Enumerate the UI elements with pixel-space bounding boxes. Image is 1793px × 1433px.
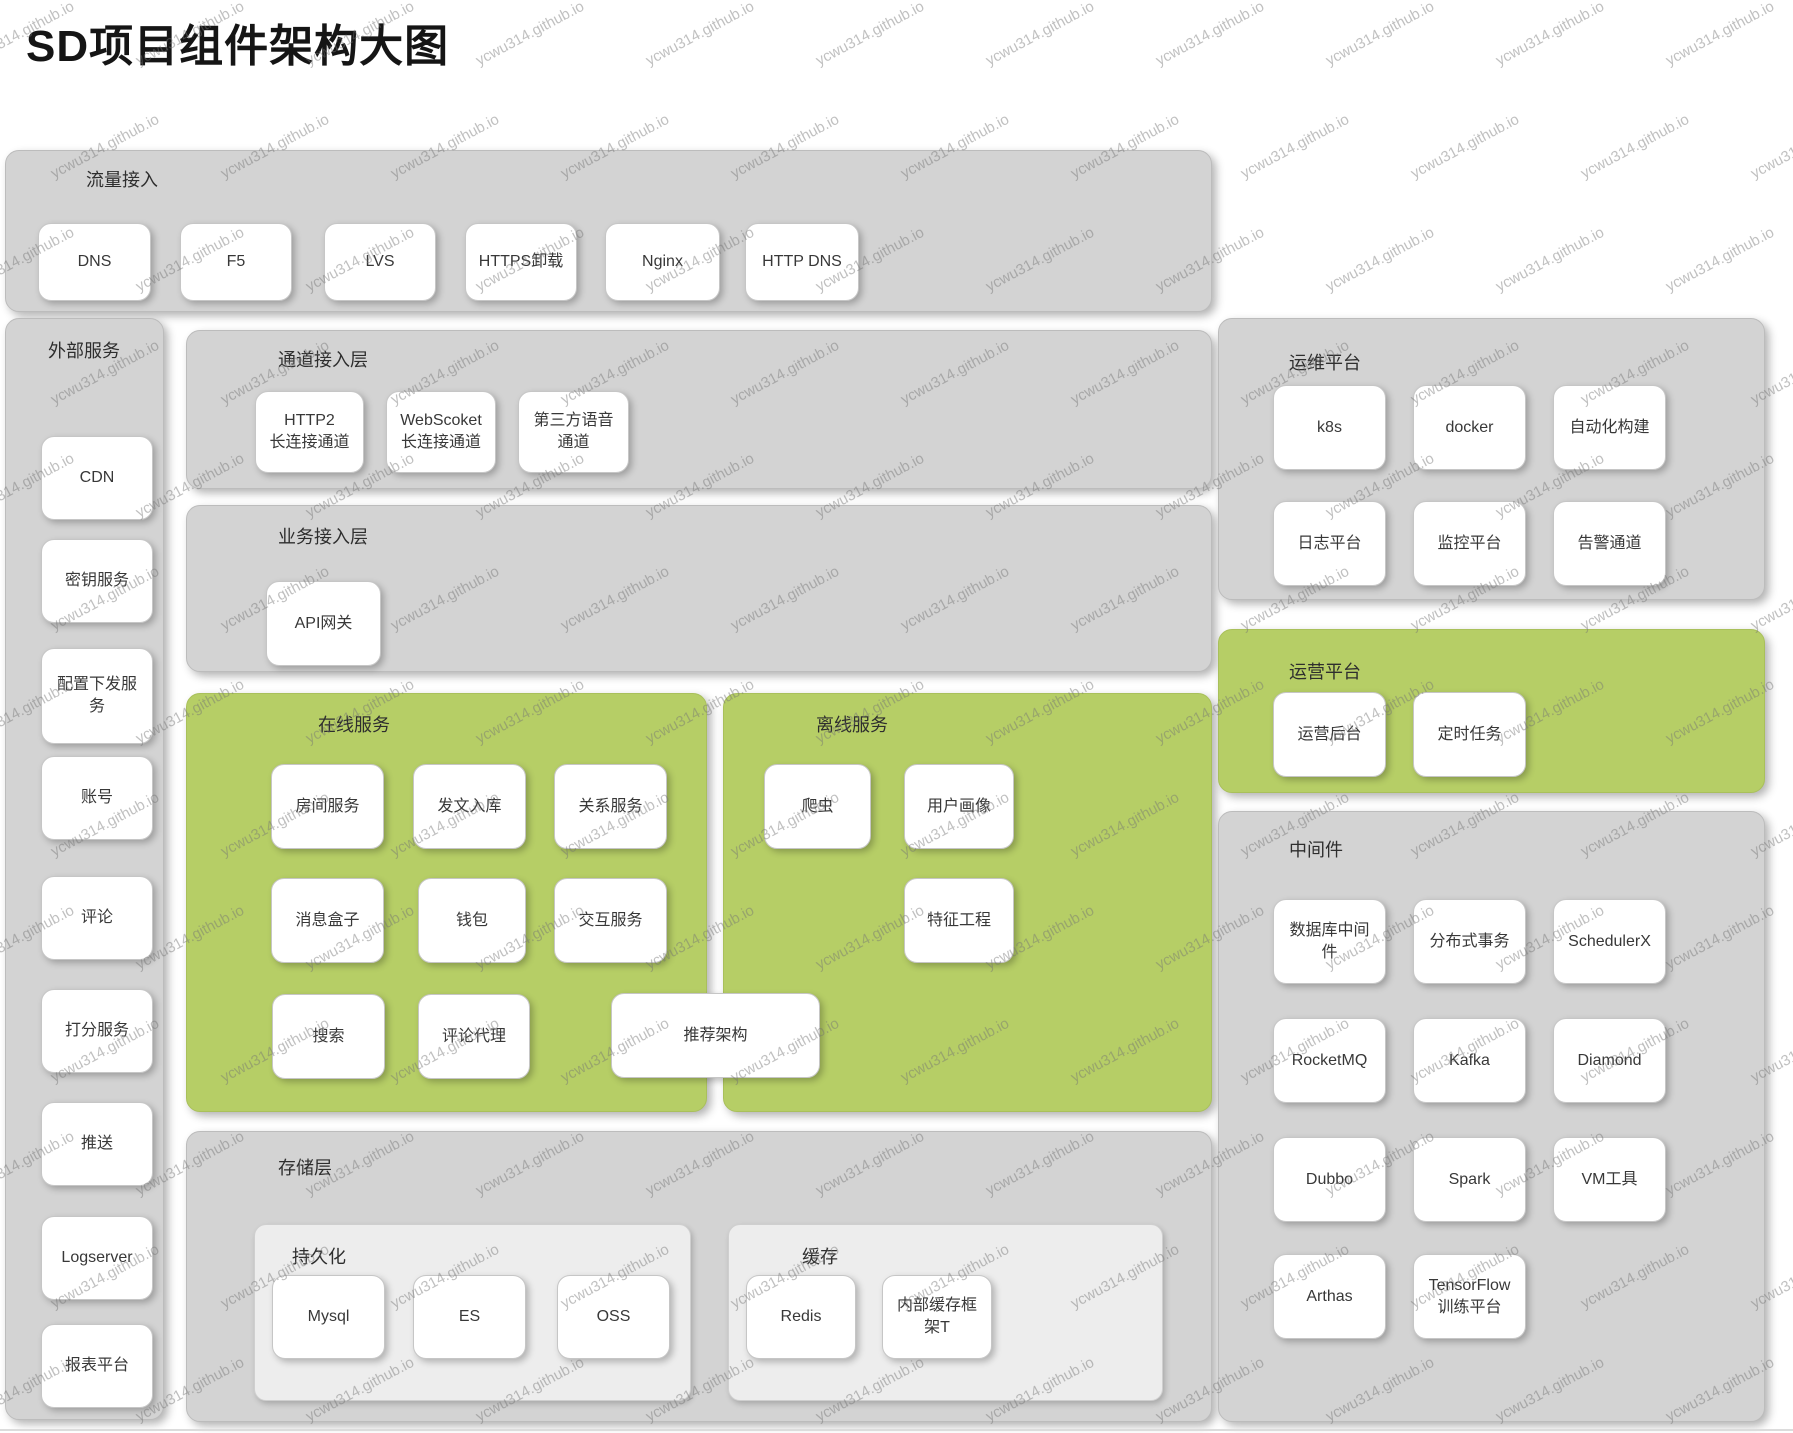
- node-crawler: 爬虫: [764, 764, 871, 849]
- watermark-text: ycwu314.github.io: [813, 0, 928, 70]
- panel-ops-platform-label: 运维平台: [1289, 353, 1361, 373]
- node-db-middleware: 数据库中间 件: [1273, 899, 1386, 984]
- node-oss: OSS: [557, 1275, 670, 1359]
- node-websocket-channel: WebScoket 长连接通道: [386, 391, 496, 473]
- node-spark: Spark: [1413, 1137, 1526, 1222]
- node-report-platform: 报表平台: [41, 1324, 153, 1408]
- panel-channel-access: 通道接入层 HTTP2 长连接通道 WebScoket 长连接通道 第三方语音 …: [186, 330, 1212, 489]
- panel-business-access: 业务接入层 API网关: [186, 505, 1212, 672]
- panel-traffic-access-label: 流量接入: [86, 170, 158, 190]
- node-distributed-transaction: 分布式事务: [1413, 899, 1526, 984]
- node-dubbo: Dubbo: [1273, 1137, 1386, 1222]
- watermark-text: ycwu314.github.io: [1578, 110, 1693, 183]
- node-room-service: 房间服务: [271, 764, 384, 849]
- node-api-gateway: API网关: [266, 581, 381, 666]
- node-rocketmq: RocketMQ: [1273, 1018, 1386, 1103]
- panel-external-services: 外部服务 CDN 密钥服务 配置下发服 务 账号 评论 打分服务 推送 Logs…: [5, 318, 164, 1420]
- panel-online-services-label: 在线服务: [318, 715, 390, 735]
- node-alert-channel: 告警通道: [1553, 501, 1666, 586]
- node-comment-proxy: 评论代理: [418, 994, 530, 1079]
- watermark-text: ycwu314.github.io: [1323, 223, 1438, 296]
- node-diamond: Diamond: [1553, 1018, 1666, 1103]
- node-auto-build: 自动化构建: [1553, 385, 1666, 470]
- watermark-text: ycwu314.github.io: [1493, 0, 1608, 70]
- node-log-platform: 日志平台: [1273, 501, 1386, 586]
- node-nginx: Nginx: [605, 223, 720, 301]
- panel-ops-platform: 运维平台 k8s docker 自动化构建 日志平台 监控平台 告警通道: [1218, 318, 1765, 600]
- watermark-text: ycwu314.github.io: [1323, 0, 1438, 70]
- node-monitor-platform: 监控平台: [1413, 501, 1526, 586]
- watermark-text: ycwu314.github.io: [1663, 0, 1778, 70]
- node-ops-backend: 运营后台: [1273, 692, 1386, 777]
- node-message-box: 消息盒子: [271, 878, 384, 963]
- node-es: ES: [413, 1275, 526, 1359]
- panel-offline-services-label: 离线服务: [816, 715, 888, 735]
- panel-middleware-label: 中间件: [1289, 840, 1343, 860]
- watermark-text: ycwu314.github.io: [1663, 223, 1778, 296]
- node-https-offload: HTTPS卸载: [465, 223, 577, 301]
- page-title: SD项目组件架构大图: [26, 22, 450, 71]
- node-tensorflow-training: TensorFlow 训练平台: [1413, 1254, 1526, 1339]
- node-logserver: Logserver: [41, 1216, 153, 1300]
- node-recommendation-arch: 推荐架构: [611, 993, 820, 1078]
- subpanel-cache: 缓存 Redis 内部缓存框 架T: [728, 1224, 1163, 1401]
- node-key-service: 密钥服务: [41, 539, 153, 623]
- watermark-text: ycwu314.github.io: [1238, 110, 1353, 183]
- panel-online-services: 在线服务 房间服务 发文入库 关系服务 消息盒子 钱包 交互服务 搜索 评论代理: [186, 693, 707, 1112]
- panel-business-access-label: 业务接入层: [278, 527, 368, 547]
- node-wallet: 钱包: [418, 878, 526, 963]
- node-arthas: Arthas: [1273, 1254, 1386, 1339]
- node-vm-tools: VM工具: [1553, 1137, 1666, 1222]
- watermark-text: ycwu314.github.io: [1408, 110, 1523, 183]
- panel-traffic-access: 流量接入 DNS F5 LVS HTTPS卸载 Nginx HTTP DNS: [5, 150, 1212, 312]
- page-bottom-border: [0, 1429, 1793, 1431]
- node-mysql: Mysql: [272, 1275, 385, 1359]
- node-docker: docker: [1413, 385, 1526, 470]
- node-http2-channel: HTTP2 长连接通道: [255, 391, 364, 473]
- node-k8s: k8s: [1273, 385, 1386, 470]
- node-dns: DNS: [38, 223, 151, 301]
- node-lvs: LVS: [324, 223, 436, 301]
- panel-bizops-platform-label: 运营平台: [1289, 662, 1361, 682]
- subpanel-persistence: 持久化 Mysql ES OSS: [254, 1224, 691, 1401]
- panel-middleware: 中间件 数据库中间 件 分布式事务 SchedulerX RocketMQ Ka…: [1218, 811, 1765, 1422]
- node-http-dns: HTTP DNS: [745, 223, 859, 301]
- watermark-text: ycwu314.github.io: [1748, 110, 1793, 183]
- node-cron-tasks: 定时任务: [1413, 692, 1526, 777]
- node-third-party-voice-channel: 第三方语音 通道: [518, 391, 629, 473]
- subpanel-persistence-label: 持久化: [292, 1247, 346, 1267]
- node-comment: 评论: [41, 876, 153, 960]
- node-redis: Redis: [746, 1275, 856, 1359]
- subpanel-cache-label: 缓存: [802, 1247, 838, 1267]
- node-kafka: Kafka: [1413, 1018, 1526, 1103]
- node-relation-service: 关系服务: [554, 764, 667, 849]
- panel-bizops-platform: 运营平台 运营后台 定时任务: [1218, 629, 1765, 793]
- node-account: 账号: [41, 756, 153, 840]
- watermark-text: ycwu314.github.io: [473, 0, 588, 70]
- node-config-delivery: 配置下发服 务: [41, 648, 153, 744]
- node-interaction-service: 交互服务: [554, 878, 667, 963]
- panel-channel-access-label: 通道接入层: [278, 350, 368, 370]
- panel-storage-layer: 存储层 持久化 Mysql ES OSS 缓存 Redis 内部缓存框 架T: [186, 1131, 1212, 1422]
- node-cdn: CDN: [41, 436, 153, 520]
- node-push: 推送: [41, 1102, 153, 1186]
- watermark-text: ycwu314.github.io: [983, 0, 1098, 70]
- panel-storage-layer-label: 存储层: [278, 1158, 332, 1178]
- node-internal-cache-framework: 内部缓存框 架T: [882, 1275, 992, 1359]
- node-rating-service: 打分服务: [41, 989, 153, 1073]
- watermark-text: ycwu314.github.io: [643, 0, 758, 70]
- node-post-ingest: 发文入库: [413, 764, 526, 849]
- node-user-profile: 用户画像: [904, 764, 1014, 849]
- node-search: 搜索: [272, 994, 385, 1079]
- panel-external-services-label: 外部服务: [48, 341, 120, 361]
- node-schedulerx: SchedulerX: [1553, 899, 1666, 984]
- node-feature-engineering: 特征工程: [904, 878, 1014, 963]
- node-f5: F5: [180, 223, 292, 301]
- watermark-text: ycwu314.github.io: [1153, 0, 1268, 70]
- watermark-text: ycwu314.github.io: [1493, 223, 1608, 296]
